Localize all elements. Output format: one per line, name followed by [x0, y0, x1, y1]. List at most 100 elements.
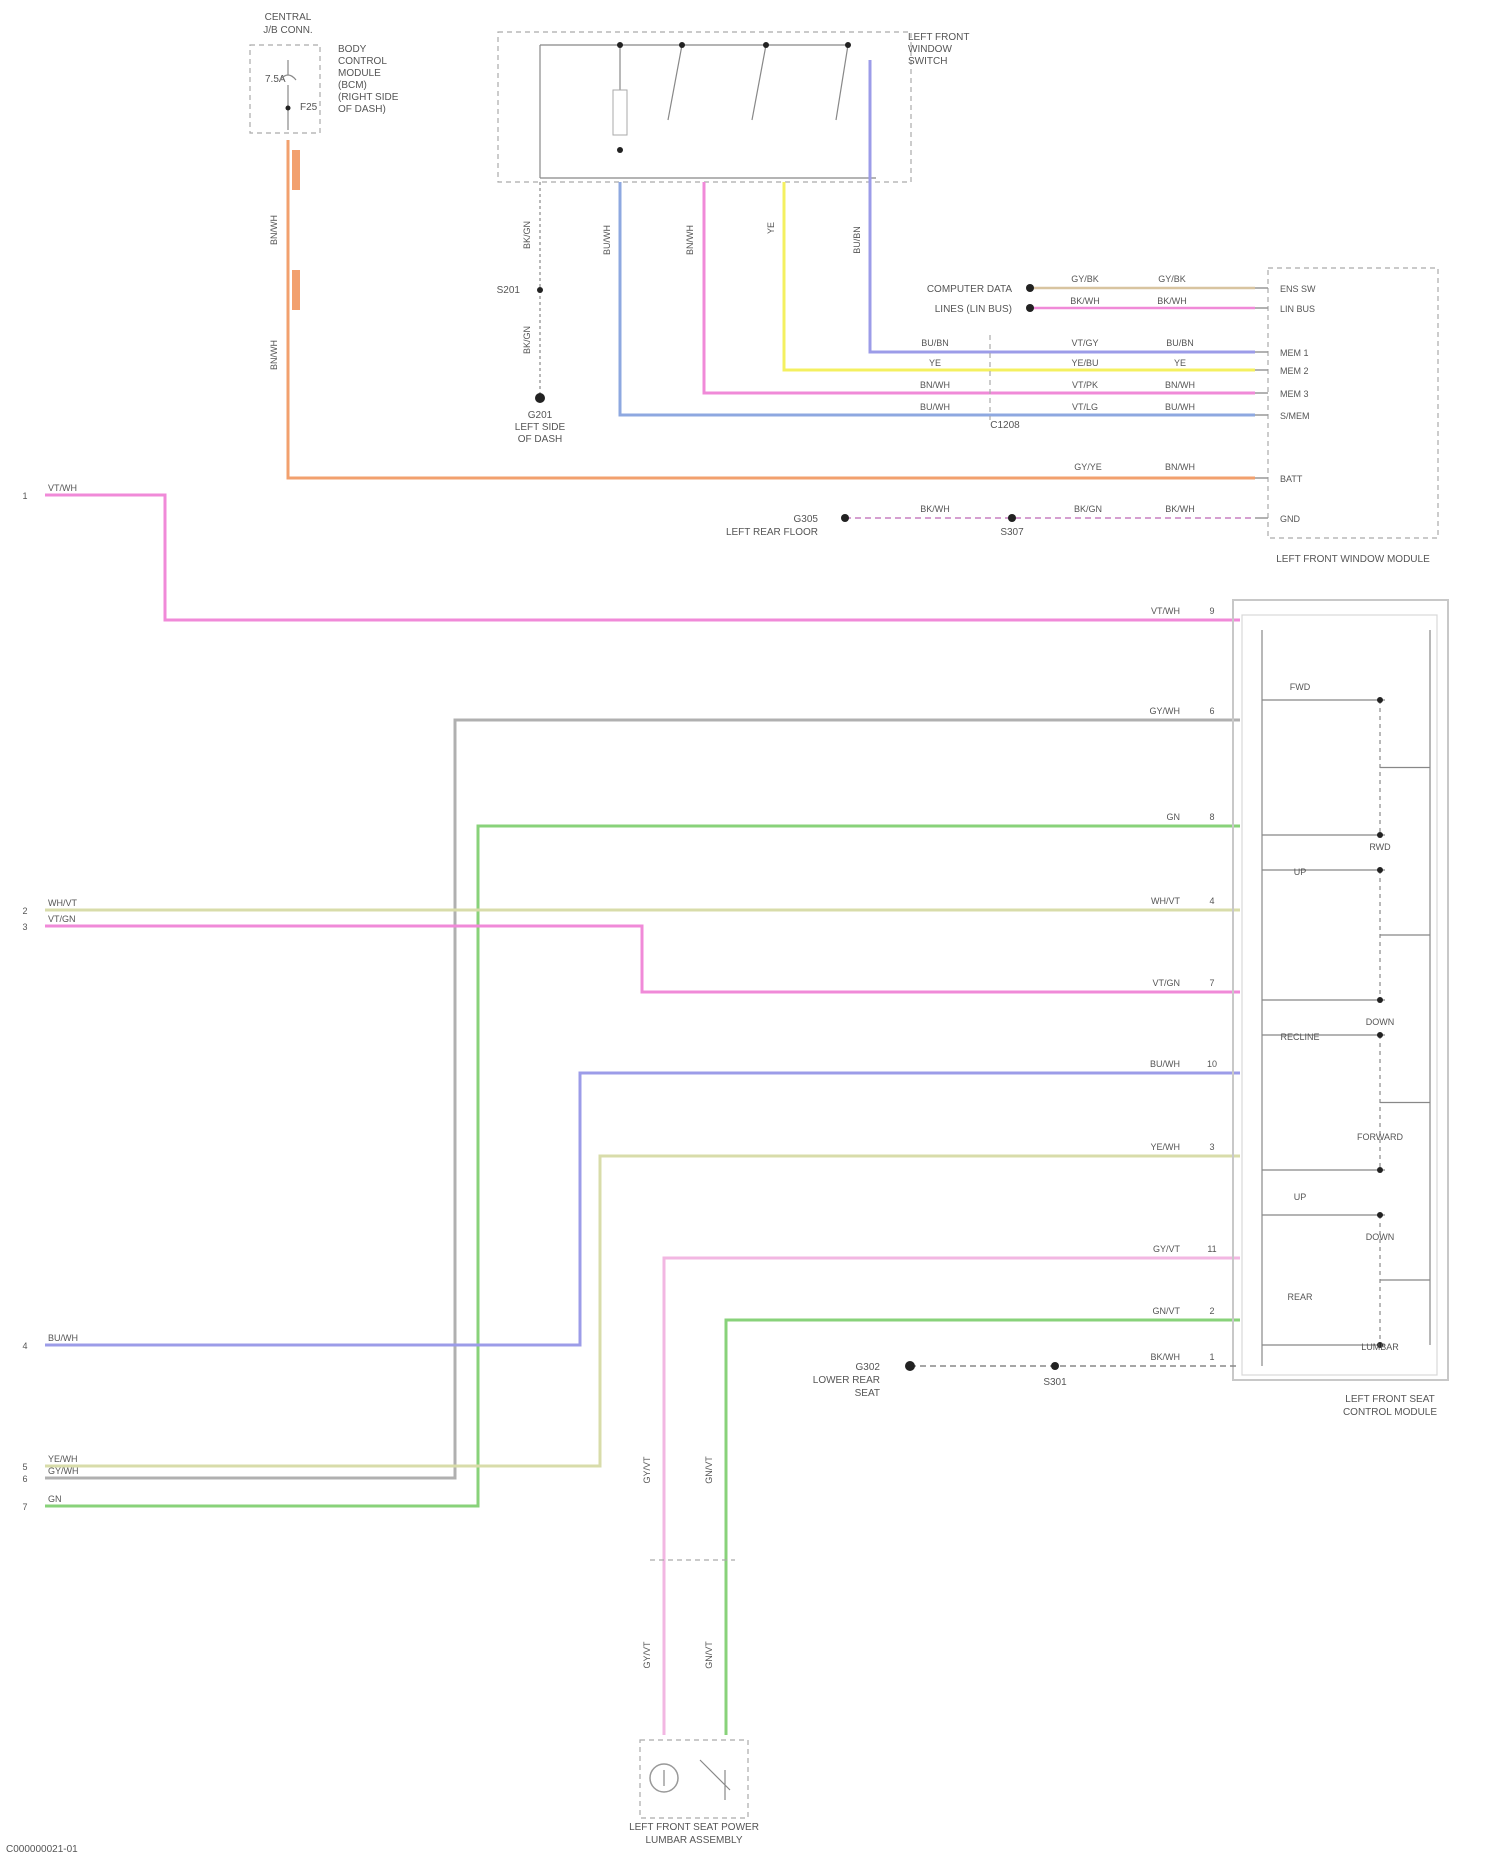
- seat-module-line-1: LEFT FRONT SEAT: [1345, 1394, 1434, 1405]
- gnd-wire-left: BK/WH: [920, 504, 950, 514]
- seat-pin-number-5: 10: [1207, 1059, 1217, 1069]
- left-terminal-wire-5: GY/WH: [48, 1466, 79, 1476]
- row3-right: BU/WH: [1165, 402, 1195, 412]
- lumbar-line-1: LEFT FRONT SEAT POWER: [629, 1822, 759, 1833]
- seat-pin-number-9: 1: [1209, 1352, 1214, 1362]
- central-jb-line-1: CENTRAL: [265, 12, 312, 23]
- window-switch: LEFT FRONT WINDOW SWITCH: [498, 32, 969, 182]
- left-terminal-number-0: 1: [22, 491, 27, 501]
- lin-label-2: LINES (LIN BUS): [935, 304, 1012, 315]
- ground-1-line-2: LEFT SIDE: [515, 422, 566, 433]
- lumbar-assembly: LEFT FRONT SEAT POWER LUMBAR ASSEMBLY: [629, 1740, 759, 1846]
- splice-s307-node: [1008, 514, 1016, 522]
- lin-wire-b-2: BK/WH: [1157, 296, 1187, 306]
- fuse-box-line-3: MODULE: [338, 68, 381, 79]
- seat-wire-0: [45, 495, 1240, 620]
- seat-module-line-2: CONTROL MODULE: [1343, 1407, 1437, 1418]
- ground-1-line-3: OF DASH: [518, 434, 562, 445]
- ground-g201-symbol: [535, 393, 545, 403]
- module-pin-2: MEM 1: [1280, 348, 1309, 358]
- seat-module-switches: FWDRWDUPDOWNRECLINEFORWARDUPDOWNREARLUMB…: [1262, 630, 1430, 1366]
- seat-pin-number-2: 8: [1209, 812, 1214, 822]
- fuse-box-line-2: CONTROL: [338, 56, 387, 67]
- left-terminal-wire-6: GN: [48, 1494, 62, 1504]
- left-terminal-wire-0: VT/WH: [48, 483, 77, 493]
- window-module-label: LEFT FRONT WINDOW MODULE: [1276, 554, 1430, 565]
- connector-block-orange-2: [292, 270, 300, 310]
- left-terminal-number-2: 3: [22, 922, 27, 932]
- switch-contact-b-0: [1377, 832, 1383, 838]
- lower-label-2: GN/VT: [704, 1456, 714, 1484]
- left-terminal-wire-1: WH/VT: [48, 898, 77, 908]
- ground-3-line-3: SEAT: [855, 1388, 880, 1399]
- ground-3-line-2: LOWER REAR: [813, 1375, 880, 1386]
- seat-wire-label-8: GN/VT: [1152, 1306, 1180, 1316]
- wire-label-blue: BU/WH: [602, 225, 612, 255]
- ground-1-line-1: G201: [528, 410, 553, 421]
- connector-block-orange-1: [292, 150, 300, 190]
- switch-bus-1: [1262, 870, 1385, 1000]
- batt-wire-mid: GY/YE: [1074, 462, 1102, 472]
- row0-right: BU/BN: [1166, 338, 1194, 348]
- row0-left: BU/BN: [921, 338, 949, 348]
- seat-wire-label-7: GY/VT: [1153, 1244, 1181, 1254]
- module-pin-3: MEM 2: [1280, 366, 1309, 376]
- batt-wire-right: BN/WH: [1165, 462, 1195, 472]
- switch-contact-a-3: [1377, 1212, 1383, 1218]
- central-jb-line-2: J/B CONN.: [263, 25, 312, 36]
- splice-s301-node: [1051, 1362, 1059, 1370]
- seat-wire-label-9: BK/WH: [1150, 1352, 1180, 1362]
- lin-label-1: COMPUTER DATA: [927, 284, 1013, 295]
- seat-pin-number-0: 9: [1209, 606, 1214, 616]
- row3-mid: VT/LG: [1072, 402, 1098, 412]
- seat-switch-label-3: DOWN: [1366, 1017, 1395, 1027]
- top-wire-row-0: BU/BN VT/GY BU/BN: [921, 338, 1194, 348]
- module-pin-1: LIN BUS: [1280, 304, 1315, 314]
- top-wire-row-3: BU/WH VT/LG BU/WH: [920, 402, 1195, 412]
- seat-wire-label-2: GN: [1167, 812, 1181, 822]
- left-terminal-number-6: 7: [22, 1502, 27, 1512]
- ground-g302-symbol: [905, 1361, 915, 1371]
- left-terminals: 1VT/WH2WH/VT3VT/GN4BU/WH5YE/WH6GY/WH7GN: [22, 483, 78, 1512]
- seat-switch-label-6: UP: [1294, 1192, 1307, 1202]
- fuse-tag: F25: [300, 102, 318, 113]
- top-wire-row-2: BN/WH VT/PK BN/WH: [920, 380, 1195, 390]
- lower-label-1: GY/VT: [642, 1456, 652, 1484]
- lumbar-line-2: LUMBAR ASSEMBLY: [645, 1835, 742, 1846]
- lin-node-b: [1026, 304, 1034, 312]
- row1-right: YE: [1174, 358, 1186, 368]
- gnd-wire-mid: BK/GN: [1074, 504, 1102, 514]
- seat-pin-number-7: 11: [1207, 1244, 1216, 1254]
- row3-left: BU/WH: [920, 402, 950, 412]
- left-terminal-number-4: 5: [22, 1462, 27, 1472]
- seat-switch-label-1: RWD: [1369, 842, 1391, 852]
- seat-wire-6: [45, 1156, 1240, 1466]
- switch-contact-a-0: [1377, 697, 1383, 703]
- seat-wire-label-1: GY/WH: [1150, 706, 1181, 716]
- module-pin-7: GND: [1280, 514, 1301, 524]
- lin-wire-b: BK/WH: [1070, 296, 1100, 306]
- seat-wire-7: [664, 1258, 1240, 1735]
- fuse-box-line-1: BODY: [338, 44, 367, 55]
- splice-s201-label: S201: [497, 285, 521, 296]
- row1-left: YE: [929, 358, 941, 368]
- window-switch-line-1: LEFT FRONT: [908, 32, 969, 43]
- lin-wire-a: GY/BK: [1071, 274, 1099, 284]
- row1-mid: YE/BU: [1071, 358, 1098, 368]
- wire-label-orange-top: BN/WH: [269, 215, 279, 245]
- window-module-pins: ENS SWLIN BUSMEM 1MEM 2MEM 3S/MEMBATTGND: [1255, 284, 1316, 524]
- seat-wire-4: [45, 926, 1240, 992]
- seat-module: LEFT FRONT SEAT CONTROL MODULE FWDRWDUPD…: [1233, 600, 1448, 1418]
- switch-resistor: [613, 90, 627, 135]
- fuse-box-line-5: (RIGHT SIDE: [338, 92, 399, 103]
- seat-wire-label-0: VT/WH: [1151, 606, 1180, 616]
- row2-right: BN/WH: [1165, 380, 1195, 390]
- left-terminal-wire-3: BU/WH: [48, 1333, 78, 1343]
- seat-switch-label-5: FORWARD: [1357, 1132, 1403, 1142]
- cross-connector-label: C1208: [990, 420, 1020, 431]
- gnd-wire-right: BK/WH: [1165, 504, 1195, 514]
- left-terminal-number-3: 4: [22, 1341, 27, 1351]
